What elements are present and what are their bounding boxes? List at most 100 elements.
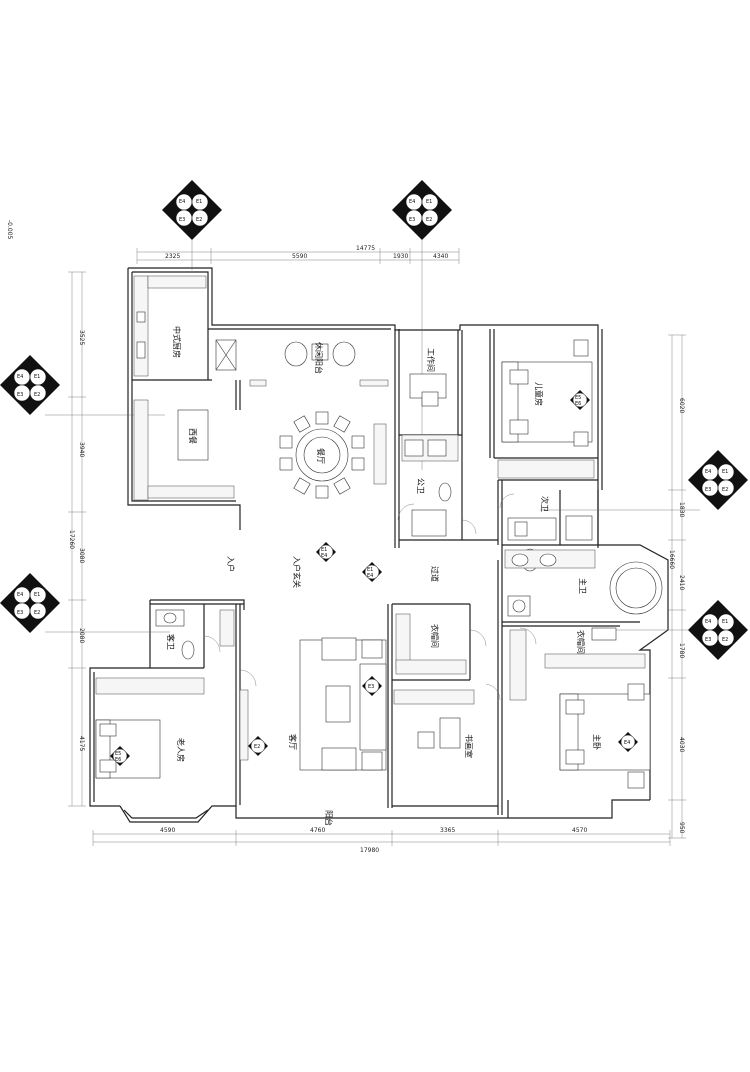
balcony-lounge-chairs [249,341,389,387]
interior-walls [132,329,640,815]
label-leisure-balcony: 休闲阳台 [314,342,324,374]
label-elder-room: 老人房 [176,738,186,762]
elevation-index-guest-bath: E4 E1 E3 E2 [0,573,60,633]
master-bath-e1: E1 [722,619,728,625]
guest-bath-e2: E2 [34,610,40,616]
exterior-walls [89,267,669,823]
child-room-bed [497,339,595,479]
master-bath-e2: E2 [722,637,728,643]
label-entry: 入户 [226,556,236,572]
western-e2: E2 [34,392,40,398]
master-bath-e4: E4 [705,619,711,625]
marker-living-tv-label: E2 [254,744,260,750]
level-marker: -0.005 [6,220,13,240]
western-e4: E4 [17,374,23,380]
cloakroom-cabinets [395,613,467,675]
second-bath-e1: E1 [722,469,728,475]
label-western-kitchen: 西餐 [188,428,197,444]
dim-right-3: 2410 [678,575,685,590]
label-dining: 餐厅 [316,448,325,464]
door-swings [203,493,537,701]
marker-entry-hall: E1 E4 [316,542,336,562]
label-corridor: 过道 [430,566,440,582]
marker-living-tv: E2 [248,736,268,756]
label-master-bedroom: 主卧 [592,734,602,750]
label-guest-bath: 客卫 [166,634,176,650]
label-second-bath: 次卫 [540,496,550,512]
guest-bath-e4: E4 [17,592,23,598]
dim-bottom-1: 4590 [160,827,175,834]
maid-e3: E3 [409,217,415,223]
top-dimension-line: 14775 2325 5590 1930 4340 [136,245,460,264]
label-entry-hall: 入户玄关 [292,556,302,588]
living-sofa-set [239,637,387,771]
kitchen-e2: E2 [196,217,202,223]
dining-table [279,411,387,499]
marker-corridor-bottom: E4 [367,573,373,579]
right-dimension-line: 6020 1830 16660 2410 1780 4030 950 [668,334,686,839]
elevation-index-second-bath: E4 E1 E3 E2 [688,450,748,510]
kitchen-e3: E3 [179,217,185,223]
dim-top-1: 2325 [165,253,180,260]
dim-bottom-3: 3365 [440,827,455,834]
marker-entry-top: E1 [321,547,327,553]
bottom-dimension-line: 4590 4760 3365 4570 17980 [92,827,671,854]
maid-e4: E4 [409,199,415,205]
elevation-index-western: E4 E1 E3 E2 [0,355,60,415]
marker-child: E5 E6 [570,390,590,410]
dim-right-2: 1830 [678,502,685,517]
second-bath-e3: E3 [705,487,711,493]
dim-right-6: 950 [678,822,685,834]
master-bath-e3: E3 [705,637,711,643]
dim-left-1: 3525 [78,330,85,345]
elevation-index-master-bath: E4 E1 E3 E2 [688,600,748,660]
marker-elder: E5 E6 [110,746,130,766]
study-desk [393,689,475,749]
marker-elder-top: E5 [115,751,121,757]
marker-entry-bottom: E4 [321,553,327,559]
western-e1: E1 [34,374,40,380]
marker-child-bottom: E6 [575,401,581,407]
dim-bottom-total: 17980 [360,847,379,854]
dim-right-5: 4030 [678,737,685,752]
dim-left-2: 3940 [78,442,85,457]
guest-bath-fixtures [155,609,235,660]
guest-bath-e3: E3 [17,610,23,616]
maid-e2: E2 [426,217,432,223]
second-bath-e2: E2 [722,487,728,493]
master-bath-fixtures [504,549,663,617]
dim-right-4: 1780 [678,643,685,658]
dim-top-4: 4340 [433,253,448,260]
label-cloakroom: 衣帽间 [430,624,440,648]
marker-child-top: E5 [575,395,581,401]
western-e3: E3 [17,392,23,398]
marker-corridor: E1 E4 [362,562,382,582]
label-child-room: 儿童房 [534,382,544,406]
marker-master: E4 [618,732,638,752]
elder-room-bed [95,677,205,779]
marker-living-sofa-label: E3 [368,684,374,690]
guest-bath-e1: E1 [34,592,40,598]
label-public-bath: 公卫 [416,478,425,494]
elevation-index-maid: E4 E1 E3 E2 [392,180,452,240]
label-living-balcony: 阳台 [324,810,334,826]
room-labels: 中式厨房 西餐 休闲阳台 餐厅 工作间 公卫 儿童房 次卫 入户玄关 过道 入户… [166,326,602,826]
kitchen-e4: E4 [179,199,185,205]
dim-right-total: 16660 [668,550,675,569]
maid-room-fixtures [401,373,459,537]
label-maid-room: 工作间 [426,348,436,372]
marker-master-label: E4 [624,740,630,746]
label-study: 书画室 [464,734,474,758]
label-master-bath: 主卫 [578,578,588,594]
dim-top-total: 14775 [356,245,375,252]
dim-left-4: 2080 [78,628,85,643]
kitchen-e1: E1 [196,199,202,205]
dim-top-3: 1930 [393,253,408,260]
label-dressing-room: 衣帽间 [576,630,586,654]
dim-top-2: 5590 [292,253,307,260]
elevation-index-kitchen: E4 E1 E3 E2 [162,180,222,240]
maid-e1: E1 [426,199,432,205]
dim-left-3: 3080 [78,548,85,563]
dressing-room-cabinets [509,627,646,701]
